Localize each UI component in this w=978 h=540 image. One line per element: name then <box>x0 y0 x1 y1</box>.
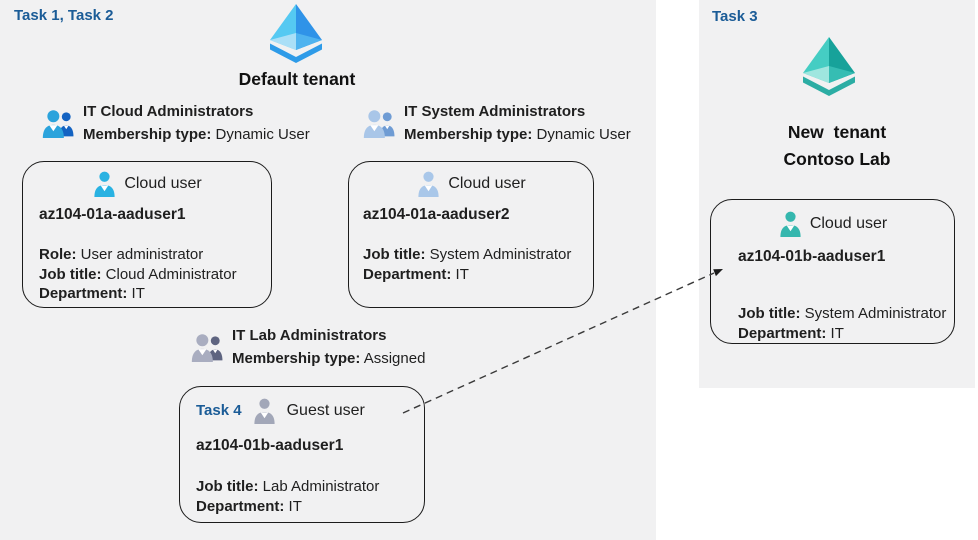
field-label: Job title: <box>363 246 426 263</box>
membership-type-value: Dynamic User <box>215 126 310 143</box>
cloud-user-icon <box>418 171 439 197</box>
group-name: IT System Administrators <box>404 103 586 120</box>
azure-ad-icon <box>270 4 322 63</box>
user-name: az104-01a-aaduser2 <box>363 206 510 223</box>
user-name: az104-01b-aaduser1 <box>738 248 886 265</box>
field-label: Job title: <box>196 478 259 495</box>
task-3-label: Task 3 <box>712 8 758 25</box>
group-users-blue-icon <box>42 110 74 138</box>
membership-type-value: Dynamic User <box>536 126 631 143</box>
field-label: Department: <box>363 265 452 283</box>
field-label: Role: <box>39 246 77 263</box>
field-label: Department: <box>738 324 827 342</box>
default-tenant-panel: Task 1, Task 2 Default tenant IT Cloud A… <box>0 0 656 540</box>
field-value: IT <box>288 497 302 515</box>
group-name: IT Lab Administrators <box>232 327 387 344</box>
user-card-aaduser2: Cloud user az104-01a-aaduser2 Job title:… <box>348 161 594 308</box>
new-tenant-line1: New tenant <box>787 122 887 142</box>
user-fields: Job title: System Administrator Departme… <box>363 245 593 284</box>
group-it-lab-administrators: IT Lab Administrators Membership type: A… <box>191 324 425 370</box>
field-label: Job title: <box>738 305 801 322</box>
task-1-2-label: Task 1, Task 2 <box>14 7 114 24</box>
user-name: az104-01a-aaduser1 <box>39 206 186 223</box>
field-value: System Administrator <box>429 246 572 263</box>
user-card-aaduser1-new-tenant: Cloud user az104-01b-aaduser1 Job title:… <box>710 199 955 344</box>
group-users-gray-icon <box>191 334 223 362</box>
user-type-label: Cloud user <box>809 214 888 232</box>
guest-user-icon <box>253 398 275 424</box>
user-type-label: Cloud user <box>448 174 526 192</box>
field-label: Department: <box>196 497 285 515</box>
user-name: az104-01b-aaduser1 <box>196 437 344 454</box>
new-tenant-title: New tenant Contoso Lab <box>699 119 975 173</box>
group-it-cloud-administrators: IT Cloud Administrators Membership type:… <box>42 100 310 146</box>
membership-type-value: Assigned <box>363 350 426 367</box>
user-type-label: Cloud user <box>124 174 202 192</box>
new-tenant-line2: Contoso Lab <box>783 149 891 169</box>
user-fields: Job title: Lab Administrator Department:… <box>196 477 424 516</box>
user-fields: Role: User administrator Job title: Clou… <box>39 245 271 304</box>
field-value: IT <box>131 285 145 302</box>
field-label: Job title: <box>39 265 102 283</box>
new-tenant-panel: Task 3 New tenant Contoso Lab Cloud user… <box>699 0 975 388</box>
field-value: System Administrator <box>804 305 947 322</box>
cloud-user-icon <box>94 171 115 197</box>
field-value: Lab Administrator <box>262 478 380 495</box>
membership-type-label: Membership type: <box>83 126 212 143</box>
field-value: IT <box>455 265 469 283</box>
cloud-user-teal-icon <box>780 211 801 237</box>
task-4-label: Task 4 <box>196 402 242 419</box>
membership-type-label: Membership type: <box>404 126 533 143</box>
field-value: Cloud Administrator <box>105 265 237 283</box>
group-it-system-administrators: IT System Administrators Membership type… <box>363 100 631 146</box>
user-fields: Job title: System Administrator Departme… <box>738 304 954 343</box>
group-users-lightblue-icon <box>363 110 395 138</box>
group-name: IT Cloud Administrators <box>83 103 254 120</box>
user-card-aaduser1: Cloud user az104-01a-aaduser1 Role: User… <box>22 161 272 308</box>
default-tenant-title: Default tenant <box>238 69 356 89</box>
membership-type-label: Membership type: <box>232 350 361 367</box>
field-label: Department: <box>39 285 128 302</box>
azure-ad-teal-icon <box>803 37 855 96</box>
field-value: User administrator <box>80 246 204 263</box>
guest-user-card-aaduser1: Task 4 Guest user az104-01b-aaduser1 Job… <box>179 386 425 523</box>
user-type-label: Guest user <box>286 401 365 419</box>
field-value: IT <box>830 324 844 342</box>
